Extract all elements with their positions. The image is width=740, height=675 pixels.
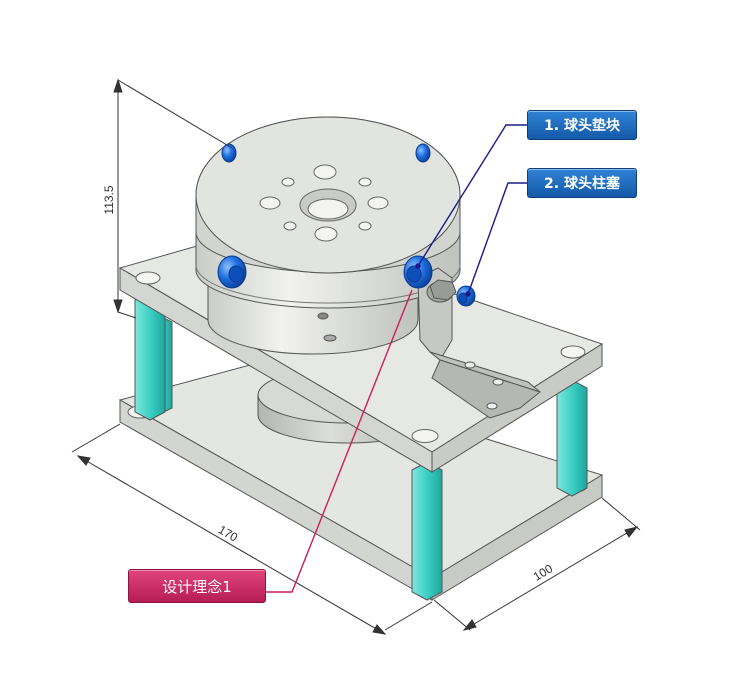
dimension-length (71, 423, 433, 635)
ball-plunger-bracket (456, 285, 476, 307)
dimension-height-label: 113.5 (102, 185, 116, 214)
ball-plunger-left (217, 255, 247, 289)
ball-plunger-top-right (415, 143, 431, 163)
callout-design-concept[interactable]: 设计理念1 (128, 569, 266, 603)
top-disc-holes (259, 164, 389, 242)
leader-part1 (415, 124, 527, 269)
callout-ball-pad: 1. 球头垫块 (527, 110, 637, 140)
top-plate-holes (135, 271, 586, 443)
pillar-back-right (556, 379, 588, 497)
callout-ball-plunger: 2. 球头柱塞 (527, 168, 637, 198)
dimension-length-label: 170 (216, 522, 241, 544)
pillar-front-center (411, 461, 443, 601)
dimension-height (113, 78, 233, 319)
dimension-width-label: 100 (531, 561, 556, 583)
leader-concept (266, 289, 413, 593)
bottom-plate (118, 364, 604, 601)
bracket (417, 267, 542, 419)
dimension-width (433, 497, 641, 631)
ball-plunger-top-left (221, 143, 237, 163)
leader-part2 (465, 182, 527, 297)
ball-plunger-right (403, 255, 433, 289)
